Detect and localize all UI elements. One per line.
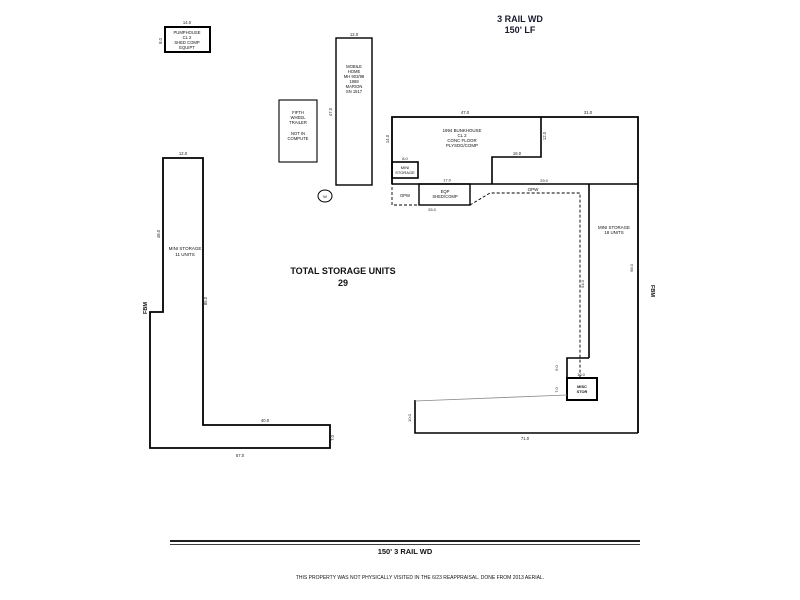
pumphouse-outline (164, 26, 211, 53)
south-fence-label: 150' 3 RAIL WD (378, 547, 433, 556)
bunkhouse-label: CL 2 (457, 133, 467, 138)
left-building-dim-right: 85.0 (203, 296, 208, 305)
bunkhouse-dim-right: 12.0 (542, 131, 547, 140)
eqp-shed-dim-bottom: 25.0 (428, 207, 437, 212)
mobile-home-outline (335, 37, 373, 186)
right-strip-step (566, 357, 589, 378)
well-marker-label: W (323, 194, 327, 199)
pumphouse-dim-top: 14.0 (183, 20, 192, 25)
misc-stor-dim-left: 7.0 (554, 386, 559, 392)
opw-small-outline (391, 183, 420, 206)
fifth-wheel-label: COMPUTE (288, 136, 309, 141)
total-units-label: TOTAL STORAGE UNITS (290, 266, 395, 276)
fifth-wheel-label: FIFTH (292, 110, 304, 115)
disclaimer-text: THIS PROPERTY WAS NOT PHYSICALLY VISITED… (296, 575, 544, 581)
north-fence-length: 150' LF (505, 25, 536, 35)
well-marker-outline (317, 189, 333, 203)
eqp-shed-dim-top: 17.0 (443, 178, 452, 183)
mobile-home-label: SN 1517 (346, 89, 363, 94)
left-building-dim-foot-right: 7.0 (330, 434, 335, 440)
porch-dashed-lines (391, 183, 581, 378)
pumphouse-label: SHED COMP (174, 40, 200, 45)
opw-large-dim-top: 29.0 (540, 178, 549, 183)
bunkhouse-label: CONC FLOOR (447, 138, 476, 143)
south-yard-outline (414, 400, 638, 434)
misc-stor-label: MISC (577, 384, 587, 389)
north-fence-label: 3 RAIL WD (497, 14, 543, 24)
misc-stor-label: STOR (577, 389, 588, 394)
south-yard-dim-bottom: 71.0 (521, 436, 530, 441)
fifth-wheel-label: TRAILER (289, 120, 307, 125)
mobile-home-label: MARION (346, 84, 363, 89)
eqp-shed-label: SHED/COMP (432, 194, 458, 199)
misc-stor-dim-top: 10.0 (577, 372, 586, 377)
mobile-home-dim-left: 47.0 (328, 107, 333, 116)
pumphouse-label: CL 2 (183, 35, 192, 40)
left-building-label: 11 UNITS (175, 252, 194, 257)
left-building-dim-bottom: 57.0 (236, 453, 245, 458)
mobile-home-dim-top: 12.0 (350, 32, 359, 37)
eqp-shed-label: EQP (441, 189, 450, 194)
fbm-right-label: FBM (649, 285, 655, 297)
mini-storage-small-outline (391, 161, 419, 179)
fifth-wheel-label: WHEEL (291, 115, 307, 120)
south-yard-dim-left: 10.0 (407, 413, 412, 422)
misc-stor-dim-upper: 6.0 (554, 364, 559, 370)
fbm-left-label: FBM (143, 302, 149, 314)
opw-large-outline (469, 192, 581, 378)
left-building-dim-foot-top: 40.0 (261, 418, 270, 423)
pumphouse-label: EQUIPT (179, 45, 195, 50)
left-building-dim-top: 12.0 (179, 151, 188, 156)
bunkhouse-dim-top-right: 31.0 (584, 110, 593, 115)
bunkhouse-dim-inner: 16.0 (513, 151, 522, 156)
left-building-label: MINI STORAGE (169, 246, 202, 251)
mobile-home-label: HOME (348, 69, 361, 74)
opw-large-label: OPW (528, 187, 540, 192)
mini-storage-small-label: MINI (401, 165, 409, 170)
misc-stor-outline (566, 377, 598, 401)
bunkhouse-label: 1994 BUNKHOUSE (443, 128, 482, 133)
mini-storage-right-dim-side: 98.0 (629, 263, 634, 272)
building-outlines (149, 26, 640, 545)
mini-storage-right-label: 18 UNITS (604, 230, 623, 235)
total-units-count: 29 (338, 278, 348, 288)
bunkhouse-dim-left: 14.0 (385, 134, 390, 143)
pumphouse-label: PUMPHOUSE (174, 30, 201, 35)
mobile-home-label: 1988 (349, 79, 359, 84)
bunkhouse-step (491, 117, 542, 184)
opw-large-dim-side: 54.0 (580, 279, 585, 288)
fifth-wheel-outline (278, 99, 318, 163)
mini-storage-small-dim: 8.0 (402, 156, 408, 161)
bunkhouse-label: PLYSDG/COMP (446, 143, 478, 148)
left-building-dim-left: 48.0 (156, 229, 161, 238)
south-yard-top-line (414, 394, 568, 402)
fifth-wheel-label: NOT IN (291, 131, 305, 136)
mini-storage-right-label: MINI STORAGE (598, 225, 630, 230)
mini-storage-small-label: STORAGE (395, 170, 415, 175)
opw-small-label: OPW (400, 193, 410, 198)
mobile-home-label: MH 903/98 (344, 74, 365, 79)
pumphouse-dim-left: 8.0 (158, 37, 163, 43)
mobile-home-label: MOBILE (346, 64, 362, 69)
bunkhouse-dim-top-left: 47.0 (461, 110, 470, 115)
left-building-outline (149, 157, 331, 449)
right-complex-outer (391, 116, 639, 433)
